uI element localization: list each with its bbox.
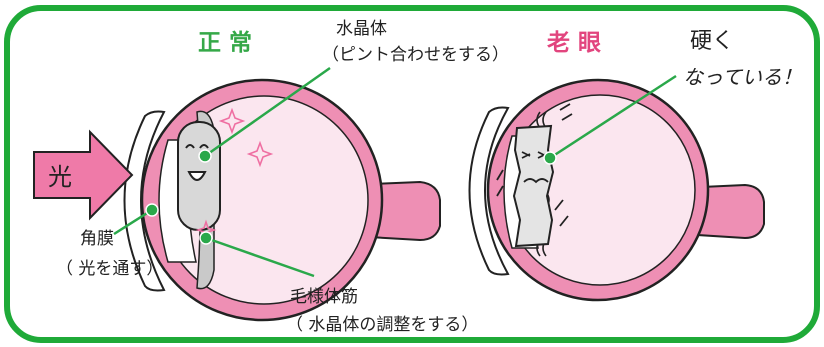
label-ciliary-name: 毛様体筋 [290,287,358,307]
label-hard-line2: なっている！ [683,65,802,89]
label-cornea-desc: （ 光を通す） [56,259,163,279]
label-hard-line1: 硬く [690,29,734,54]
title-normal: 正 常 [198,30,252,56]
light-arrow-label: 光 [48,163,72,191]
label-lens-name: 水晶体 [336,19,387,39]
title-aged: 老 眼 [546,30,601,56]
label-cornea-name: 角膜 [80,229,114,249]
label-lens-desc: （ピント合わせをする） [322,45,509,65]
label-ciliary-desc: （ 水晶体の調整をする） [286,315,478,335]
crystalline-lens-aged [514,126,553,246]
